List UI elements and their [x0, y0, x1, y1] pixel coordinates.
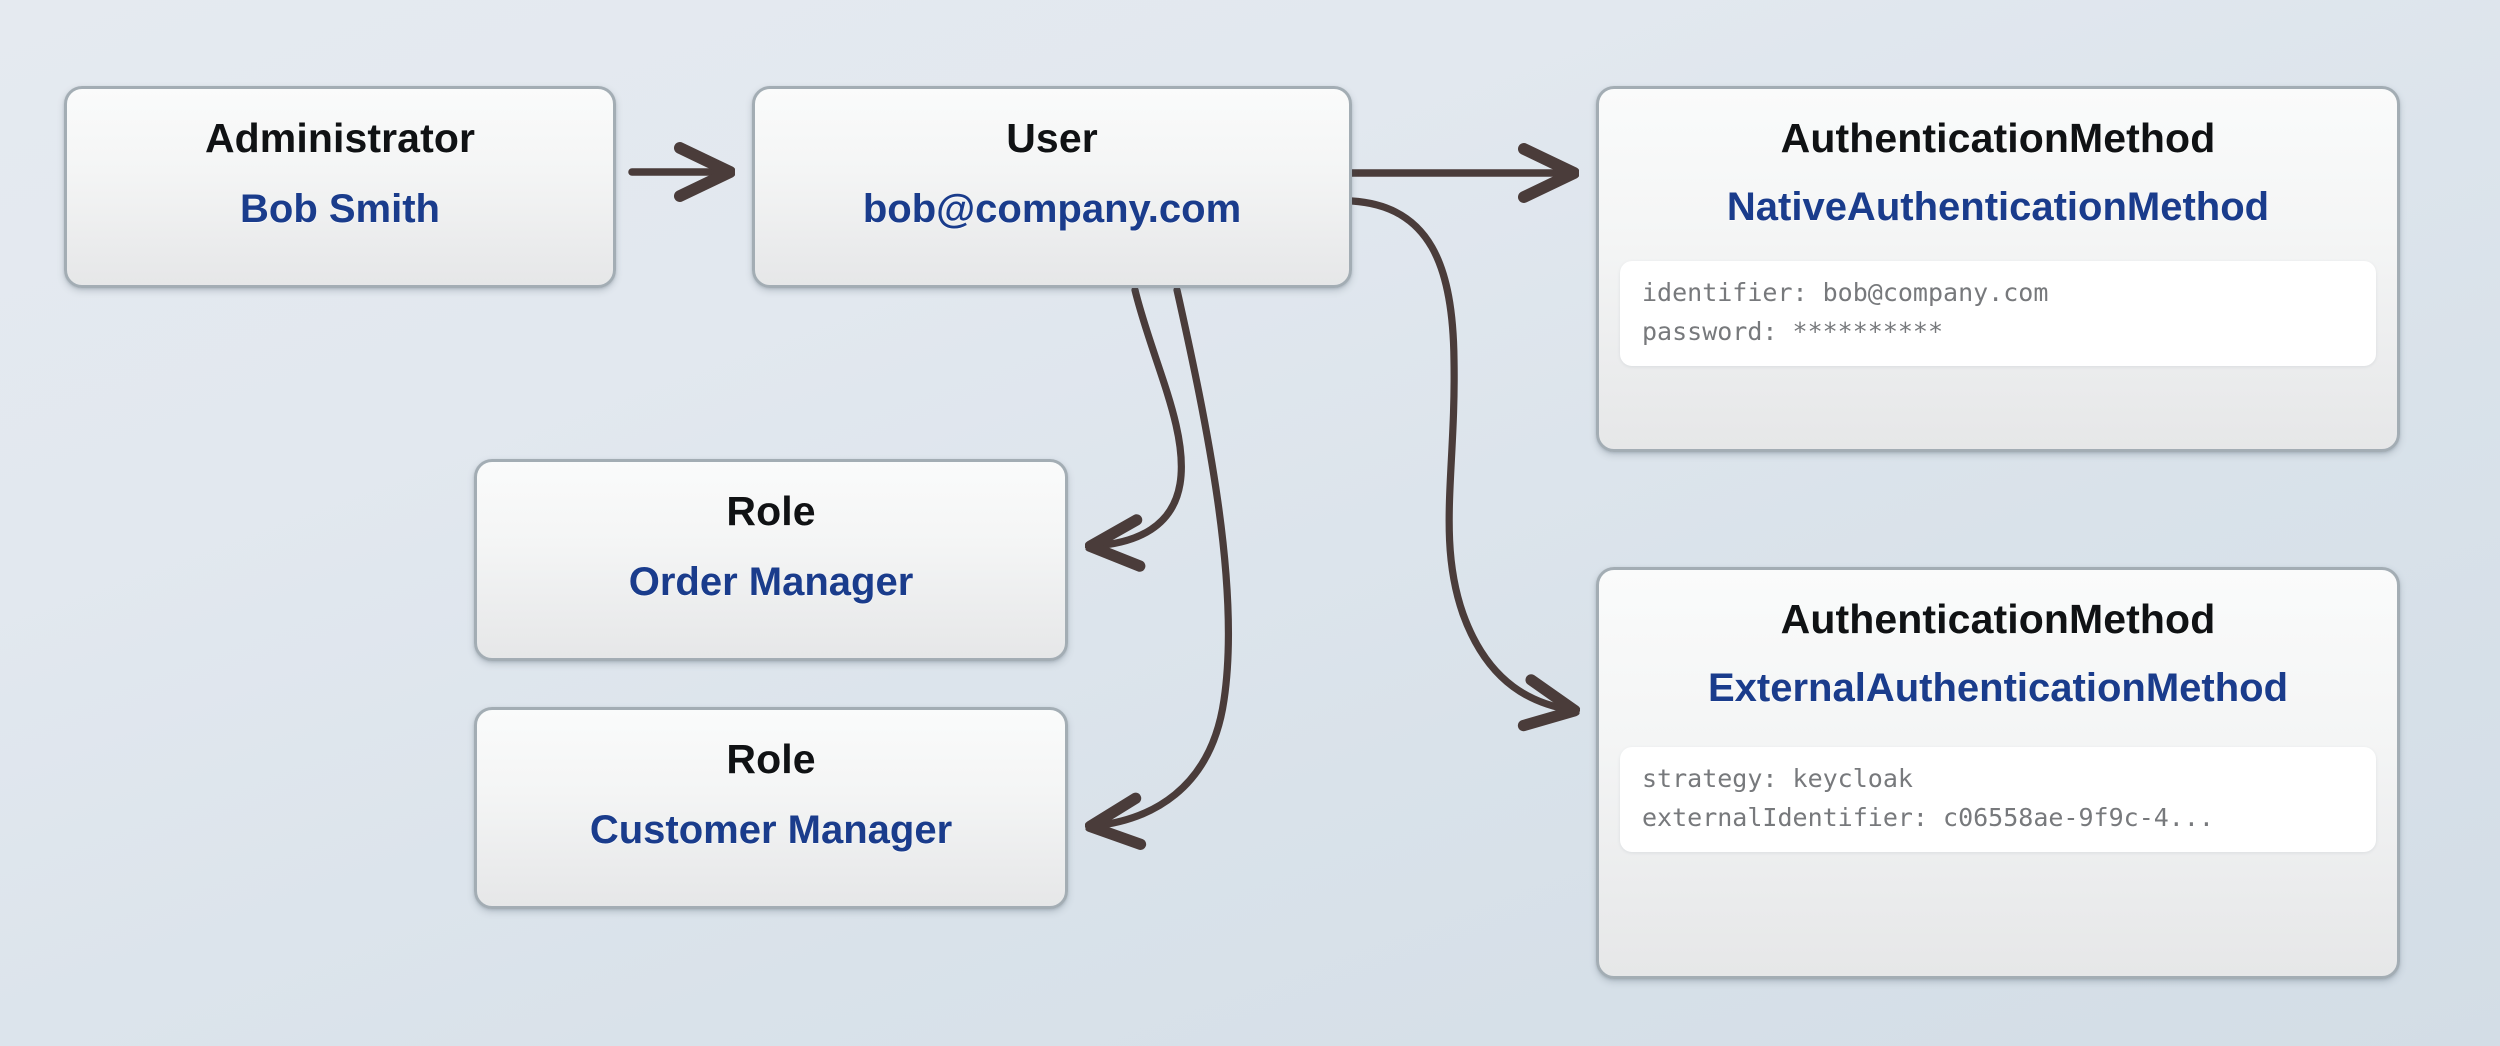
node-user-type: User — [1006, 115, 1098, 161]
node-administrator[interactable]: Administrator Bob Smith — [64, 86, 616, 288]
node-authentication-method-external[interactable]: AuthenticationMethod ExternalAuthenticat… — [1596, 567, 2400, 979]
node-auth-native-label: NativeAuthenticationMethod — [1726, 185, 2270, 229]
node-authentication-method-native[interactable]: AuthenticationMethod NativeAuthenticatio… — [1596, 86, 2400, 452]
detail-strategy: strategy: keycloak — [1642, 764, 1913, 793]
node-user[interactable]: User bob@company.com — [752, 86, 1352, 288]
node-auth-external-type: AuthenticationMethod — [1780, 596, 2216, 642]
node-auth-external-details: strategy: keycloak externalIdentifier: c… — [1620, 747, 2376, 852]
detail-identifier: identifier: bob@company.com — [1642, 278, 2049, 307]
node-role-order-manager-type: Role — [726, 488, 816, 534]
node-role-customer-manager-type: Role — [726, 736, 816, 782]
node-user-label: bob@company.com — [862, 187, 1242, 231]
node-auth-native-type: AuthenticationMethod — [1780, 115, 2216, 161]
node-auth-native-details: identifier: bob@company.com password: **… — [1620, 261, 2376, 366]
node-auth-external-label: ExternalAuthenticationMethod — [1707, 666, 2289, 710]
detail-external-identifier: externalIdentifier: c06558ae-9f9c-4... — [1642, 803, 2214, 832]
node-role-customer-manager-label: Customer Manager — [589, 808, 953, 852]
node-administrator-type: Administrator — [204, 115, 476, 161]
node-role-customer-manager[interactable]: Role Customer Manager — [474, 707, 1068, 909]
edge-user-to-role-order — [1094, 286, 1185, 546]
node-role-order-manager[interactable]: Role Order Manager — [474, 459, 1068, 661]
node-administrator-label: Bob Smith — [240, 187, 440, 231]
node-role-order-manager-label: Order Manager — [628, 560, 914, 604]
detail-password: password: ********** — [1642, 317, 1944, 346]
edge-user-to-auth-external — [1348, 197, 1571, 710]
edge-user-to-role-customer — [1094, 286, 1233, 826]
